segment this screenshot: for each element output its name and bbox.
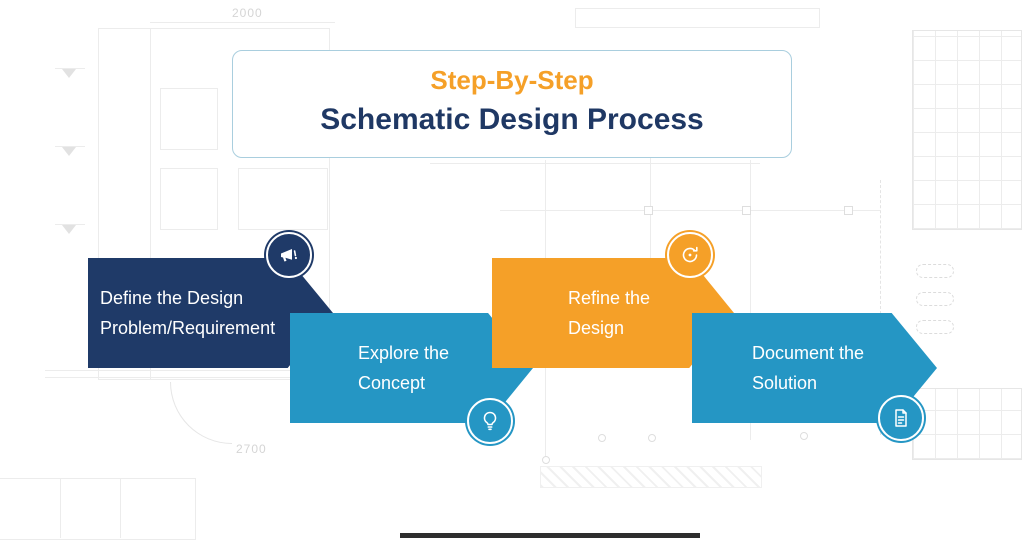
blueprint-node [542, 456, 550, 464]
title-box: Step-By-Step Schematic Design Process [232, 50, 792, 158]
blueprint-legend-pill [916, 264, 954, 278]
alert-megaphone-icon [266, 232, 312, 278]
dimension-label-top: 2000 [232, 6, 263, 20]
step-label: Explore the Concept [358, 343, 450, 393]
blueprint-hatch [540, 466, 762, 488]
blueprint-window [160, 88, 218, 150]
blueprint-window [160, 168, 218, 230]
step-document-solution: Document the Solution [692, 313, 937, 441]
blueprint-node [598, 434, 606, 442]
blueprint-line [150, 22, 335, 23]
blueprint-outline [575, 8, 820, 28]
bottom-dark-bar [400, 533, 700, 538]
blueprint-level-mark [62, 69, 76, 78]
dimension-label-bottom: 2700 [236, 442, 267, 456]
refine-cycle-icon [667, 232, 713, 278]
blueprint-node [644, 206, 653, 215]
blueprint-legend-pill [916, 292, 954, 306]
blueprint-level-mark [62, 225, 76, 234]
blueprint-line [430, 163, 760, 164]
blueprint-level-mark [62, 147, 76, 156]
step-label: Document the Solution [752, 343, 865, 393]
blueprint-building-outline [0, 478, 196, 540]
blueprint-level-line [55, 224, 85, 225]
blueprint-line [45, 370, 330, 371]
blueprint-grid [912, 30, 1022, 230]
step-label: Refine the Design [568, 288, 651, 338]
blueprint-line [500, 210, 880, 211]
title-subtitle: Step-By-Step [430, 65, 594, 95]
document-pencil-icon [878, 395, 924, 441]
blueprint-door-arc [170, 382, 232, 444]
blueprint-window [238, 168, 328, 230]
blueprint-level-line [55, 68, 85, 69]
blueprint-line [60, 478, 61, 538]
blueprint-node [800, 432, 808, 440]
blueprint-level-line [55, 146, 85, 147]
blueprint-node [648, 434, 656, 442]
blueprint-node [844, 206, 853, 215]
blueprint-line [45, 377, 330, 378]
lightbulb-icon [467, 398, 513, 444]
step-label: Define the Design Problem/Requirement [100, 288, 276, 338]
blueprint-line [120, 478, 121, 538]
page-title: Schematic Design Process [320, 103, 704, 136]
blueprint-node [742, 206, 751, 215]
